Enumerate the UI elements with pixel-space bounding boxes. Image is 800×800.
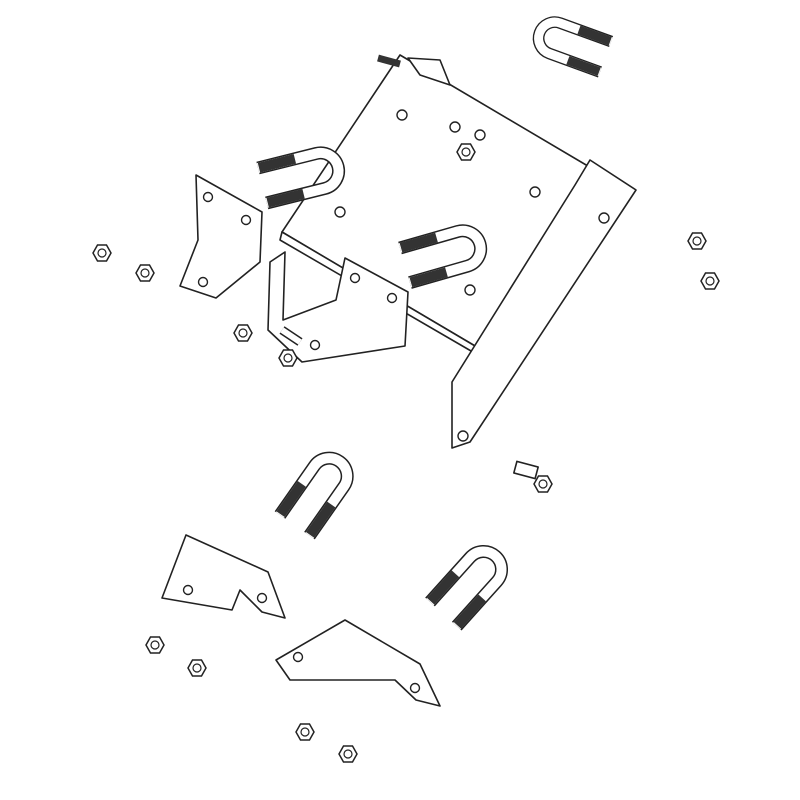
angle-bracket-bottom-right	[275, 619, 441, 707]
angle-bracket-bottom-left	[161, 534, 286, 619]
angle-bracket-left	[179, 174, 263, 299]
side-bracket	[451, 159, 637, 449]
hex-nut	[295, 723, 315, 741]
hex-nut	[338, 745, 358, 763]
hex-bolt-top	[456, 143, 476, 161]
hex-nut	[187, 659, 207, 677]
hex-nut	[135, 264, 155, 282]
hex-nut	[233, 324, 253, 342]
hex-nut	[92, 244, 112, 262]
u-bolt-3	[534, 18, 611, 72]
hex-nut	[700, 272, 720, 290]
u-bolt-4	[280, 451, 354, 536]
u-bolt-5	[430, 544, 509, 626]
hex-nut	[687, 232, 707, 250]
hex-bolt-loose	[513, 460, 553, 493]
angle-bracket-center	[267, 251, 409, 363]
hex-nut	[278, 349, 298, 367]
hex-nut	[145, 636, 165, 654]
